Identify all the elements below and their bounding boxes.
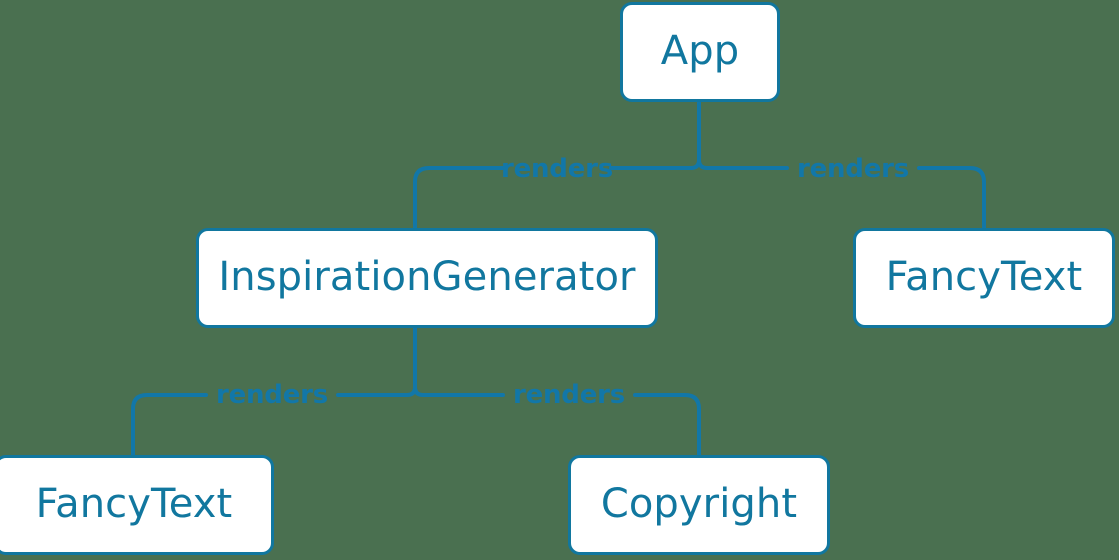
edge-connector [336,326,417,397]
edge-connector [697,100,789,170]
edge-label-renders: renders [796,154,910,184]
edge-connector [413,326,505,397]
edge-connector [131,393,208,457]
edge-connector [413,166,505,230]
edge-connector [633,393,701,457]
node-label: FancyText [885,253,1083,300]
node-inspgen[interactable]: InspirationGenerator [196,228,658,328]
node-label: App [660,27,740,74]
node-copyright[interactable]: Copyright [568,455,830,555]
edge-connector [917,166,986,230]
edge-label-renders: renders [500,154,614,184]
node-fancy-top[interactable]: FancyText [853,228,1115,328]
edge-label-renders: renders [215,380,329,410]
node-label: FancyText [35,480,233,527]
edge-connector [609,100,701,170]
node-label: InspirationGenerator [218,253,636,300]
edge-label-renders: renders [512,380,626,410]
node-label: Copyright [600,480,798,527]
node-app[interactable]: App [620,2,780,102]
node-fancy-bot[interactable]: FancyText [0,455,274,555]
